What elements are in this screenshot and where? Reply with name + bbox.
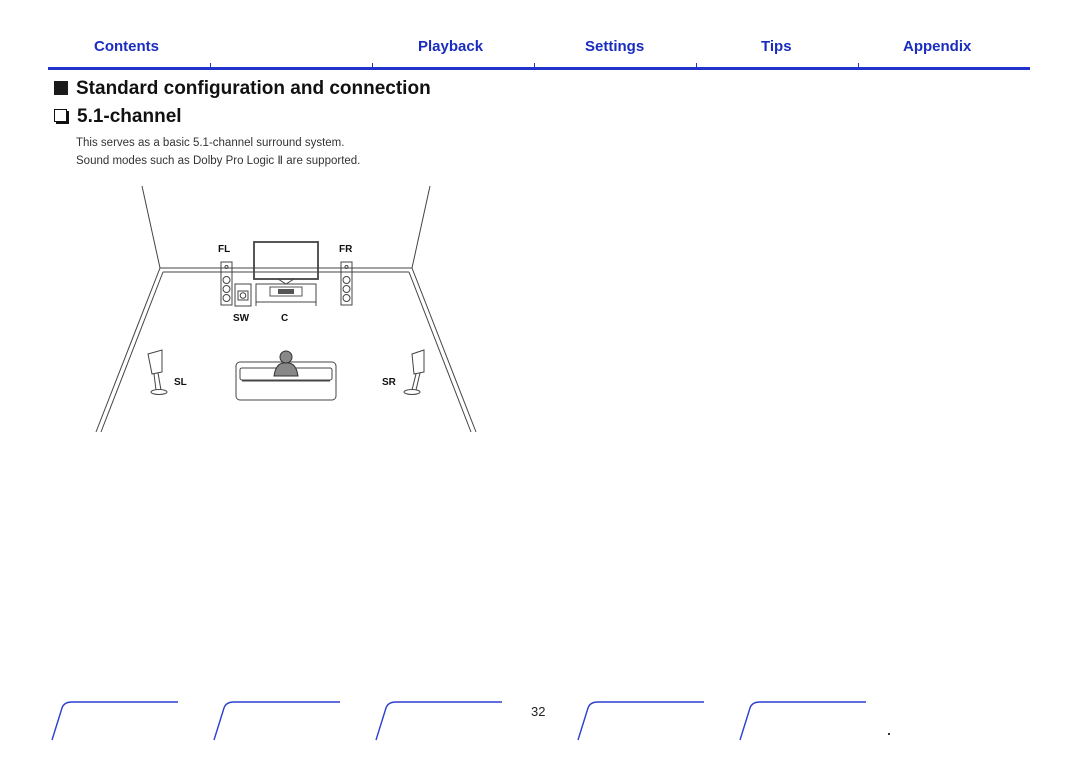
page-number: 32 [531, 704, 546, 719]
nav-divider [696, 63, 697, 67]
center-speaker-icon [269, 286, 303, 297]
surround-right-speaker-icon [403, 349, 425, 395]
subsection-title-text: 5.1-channel [77, 106, 182, 127]
subwoofer-icon [234, 283, 252, 307]
section-title-text: Standard configuration and connection [76, 78, 431, 99]
footer-tab[interactable] [738, 698, 868, 742]
surround-left-speaker-icon [147, 349, 168, 395]
subsection-title: 5.1-channel [54, 106, 182, 128]
label-sw: SW [233, 313, 250, 324]
tv-icon [253, 241, 319, 306]
top-navigation: Contents Playback Settings Tips Appendix [48, 30, 1030, 70]
description-line-1: This serves as a basic 5.1-channel surro… [76, 137, 345, 149]
room-outline [95, 186, 477, 433]
label-fr: FR [339, 244, 353, 255]
nav-tab-settings[interactable]: Settings [585, 38, 645, 55]
nav-divider [858, 63, 859, 67]
footer-tab[interactable] [50, 698, 180, 742]
nav-divider [372, 63, 373, 67]
checkbox-square-icon [54, 109, 67, 122]
footer-dot [888, 733, 890, 735]
front-right-speaker-icon [340, 261, 353, 306]
nav-tab-contents[interactable]: Contents [94, 38, 159, 55]
front-left-speaker-icon [220, 261, 233, 306]
description-line-2: Sound modes such as Dolby Pro Logic Ⅱ ar… [76, 155, 361, 167]
section-title: Standard configuration and connection [54, 78, 431, 100]
nav-tab-playback[interactable]: Playback [418, 38, 484, 55]
footer-tab[interactable] [576, 698, 706, 742]
filled-square-icon [54, 81, 68, 95]
nav-divider [210, 63, 211, 67]
label-c: C [281, 313, 288, 324]
sofa-listener-icon [235, 350, 337, 401]
nav-divider [534, 63, 535, 67]
footer-tab[interactable] [212, 698, 342, 742]
label-sr: SR [382, 377, 397, 388]
footer-tab[interactable] [374, 698, 504, 742]
label-sl: SL [174, 377, 187, 388]
nav-underline [48, 67, 1030, 70]
nav-tab-tips[interactable]: Tips [761, 38, 792, 55]
nav-tab-appendix[interactable]: Appendix [903, 38, 972, 55]
speaker-layout-diagram: FL FR SW C SL SR [95, 186, 477, 433]
label-fl: FL [218, 244, 230, 255]
